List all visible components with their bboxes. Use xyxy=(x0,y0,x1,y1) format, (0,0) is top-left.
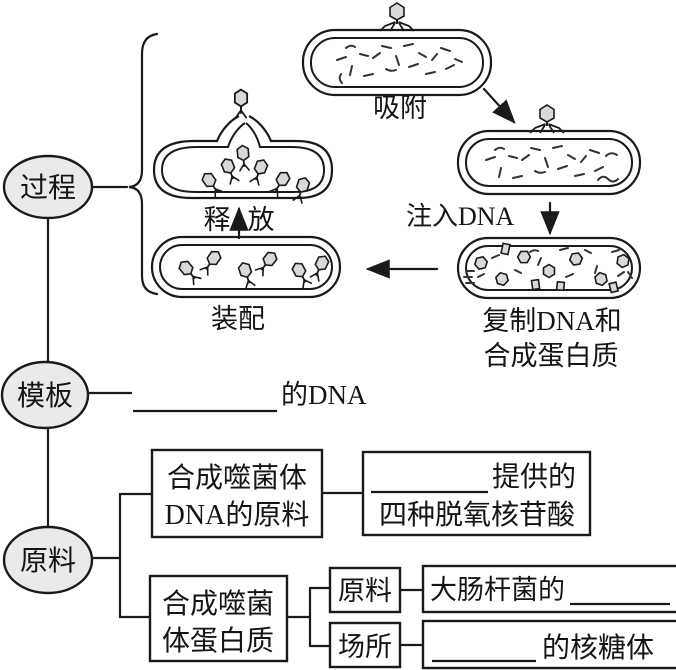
adsorption-label: 吸附 xyxy=(373,93,427,123)
phage-icon xyxy=(529,104,565,134)
node-materials-label: 原料 xyxy=(20,545,76,577)
replicate-label-line2: 合成蛋白质 xyxy=(484,341,619,371)
dna-materials-box: 合成噬菌体 DNA的原料 xyxy=(150,448,324,539)
phage-icon xyxy=(379,2,415,32)
site-label: 场所 xyxy=(338,632,392,662)
protein-box-line1: 合成噬菌 xyxy=(162,588,274,620)
bacterium-inject-dna xyxy=(456,104,642,196)
provided-nucleotides-box: 提供的 四种脱氧核苷酸 xyxy=(361,450,592,537)
site-box: 场所 xyxy=(328,621,402,669)
replicate-label-line1: 复制DNA和 xyxy=(482,306,622,336)
node-template: 模板 xyxy=(0,360,90,430)
spine-connectors xyxy=(46,185,133,560)
release-label-right: 放 xyxy=(248,205,275,235)
materials-branch-lines xyxy=(118,491,425,648)
node-process-label: 过程 xyxy=(20,172,76,204)
release-label-left: 释 xyxy=(204,205,231,235)
inject-dna-label: 注入DNA xyxy=(406,202,515,231)
dna-materials-line1: 合成噬菌体 xyxy=(167,462,307,494)
ribosome-suffix: 的核糖体 xyxy=(542,632,654,664)
ecoli-prefix: 大肠杆菌的 xyxy=(430,575,565,605)
ecoli-answer-box: 大肠杆菌的 xyxy=(421,564,676,614)
phage-parts xyxy=(463,242,633,294)
raw-material-box: 原料 xyxy=(328,566,402,614)
ribosome-answer-box: 的核糖体 xyxy=(421,619,676,670)
bacterium-replicate xyxy=(456,236,642,300)
node-materials: 原料 xyxy=(2,525,94,595)
bacterium-release xyxy=(152,88,334,205)
template-answer-row: 的DNA xyxy=(133,380,367,413)
node-process: 过程 xyxy=(2,154,94,220)
bacterial-dna-squiggles xyxy=(336,43,463,84)
protein-box-line2: 体蛋白质 xyxy=(162,625,274,657)
dna-materials-line2: DNA的原料 xyxy=(165,499,310,531)
bacterium-adsorption xyxy=(301,2,493,97)
nucleotides-label: 四种脱氧核苷酸 xyxy=(379,499,575,531)
template-suffix: 的DNA xyxy=(281,380,367,410)
provided-suffix: 提供的 xyxy=(492,461,576,493)
raw-material-label: 原料 xyxy=(338,576,392,606)
arrow-adsorption-to-inject xyxy=(482,87,516,124)
node-template-label: 模板 xyxy=(17,380,73,412)
protein-synthesis-box: 合成噬菌 体蛋白质 xyxy=(148,574,289,663)
bacterial-dna-squiggles xyxy=(485,145,619,183)
assembly-label: 装配 xyxy=(211,304,265,334)
bacterium-assembly xyxy=(150,235,342,299)
phage-icon xyxy=(233,88,249,120)
process-brace xyxy=(128,32,159,296)
